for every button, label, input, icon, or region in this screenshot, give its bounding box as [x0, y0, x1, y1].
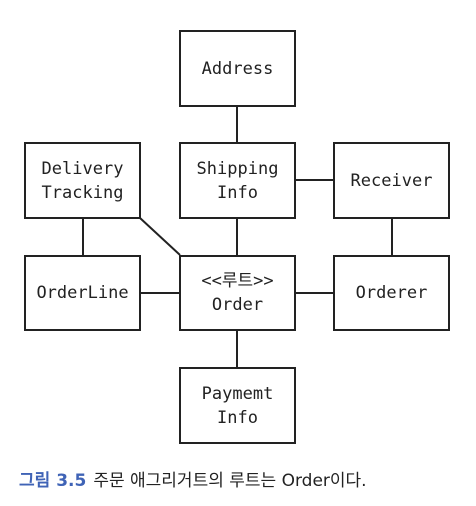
order-payment-connector — [236, 330, 238, 367]
delivery-orderline-connector — [82, 218, 84, 255]
orderer-box: Orderer — [333, 255, 450, 331]
order-orderer-connector — [295, 292, 334, 294]
shipping-info-label-line-2: Info — [217, 182, 258, 203]
address-box: Address — [179, 30, 296, 107]
order-line-box: OrderLine — [24, 255, 141, 331]
orderer-label: Orderer — [355, 283, 428, 303]
receiver-box: Receiver — [333, 142, 450, 219]
receiver-label: Receiver — [350, 170, 433, 191]
receiver-orderer-connector — [391, 218, 393, 255]
payment-info-box: Paymemt Info — [179, 367, 296, 444]
shipping-info-box: Shipping Info — [179, 142, 296, 219]
order-label: Order — [211, 295, 264, 315]
order-root-box: <<루트>> Order — [179, 255, 296, 331]
orderline-order-connector — [140, 292, 180, 294]
figure-caption: 그림 3.5 주문 애그리거트의 루트는 Order이다. — [19, 469, 367, 493]
figure-caption-text: 주문 애그리거트의 루트는 Order이다. — [93, 471, 367, 491]
delivery-tracking-label-line-2: Tracking — [41, 182, 124, 203]
figure-number: 그림 3.5 — [19, 471, 87, 491]
order-line-label: OrderLine — [36, 283, 129, 303]
payment-info-label-line-1: Paymemt — [201, 383, 274, 404]
order-stereotype-label: <<루트>> — [201, 271, 274, 291]
shipping-receiver-connector — [295, 179, 334, 181]
payment-info-label-line-2: Info — [217, 407, 258, 428]
address-label: Address — [201, 58, 274, 79]
address-shipping-connector — [236, 106, 238, 142]
delivery-tracking-box: Delivery Tracking — [24, 142, 141, 219]
delivery-tracking-label-line-1: Delivery — [41, 158, 124, 179]
shipping-info-label-line-1: Shipping — [196, 158, 279, 179]
shipping-order-connector — [236, 218, 238, 255]
